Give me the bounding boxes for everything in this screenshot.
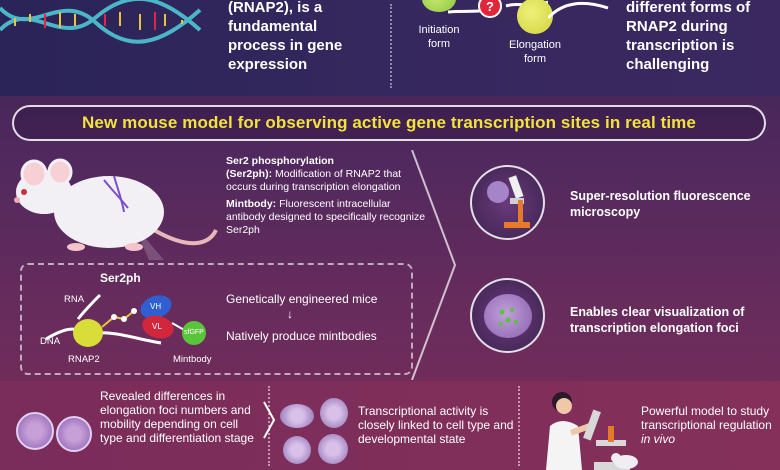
rnap2-label: RNAP2 [68,354,100,365]
mintbody-diagram-box [20,263,413,375]
elongation-foci-icon [499,308,518,326]
top-left-line: fundamental [228,18,318,35]
top-left-line: (RNAP2), is a [228,0,323,16]
in-vivo-text: in vivo [641,432,676,446]
dna-label: DNA [40,336,61,347]
engineered-mice-text: Genetically engineered mice [226,292,378,306]
ser2ph-label: Ser2ph [100,271,141,285]
mintbody-diagram [45,293,206,347]
transcriptional-activity-text: Transcriptional activity is closely link… [358,404,514,446]
nucleus-circle [470,278,545,353]
clear-visualization-label: Enables clear visualization of transcrip… [570,305,745,335]
page-title: New mouse model for observing active gen… [82,113,696,132]
cell-nucleus-icon [484,294,532,338]
ser2-description: Ser2 phosphorylation (Ser2ph): Modificat… [226,155,426,237]
mouse-icon [14,158,218,260]
bottom-band [0,381,780,470]
down-arrow: ↓ [287,307,293,321]
ser2-definition: (Ser2ph): Modification of RNAP2 that occ… [226,168,402,193]
powerful-model-text: Powerful model to study transcriptional … [641,404,772,446]
top-left-text: (RNAP2), is a fundamental process in gen… [228,0,388,74]
revealed-differences-text: Revealed differences in elongation foci … [100,389,254,445]
sfgfp-label: sfGFP [184,329,204,336]
dna-helix-icon [0,0,202,44]
scientist-icon [546,392,630,470]
top-right-line: transcription is [626,37,735,54]
top-right-line: challenging [626,56,710,73]
top-right-text: different forms of RNAP2 during transcri… [626,0,776,74]
top-divider [390,4,392,88]
top-left-line: process in gene [228,37,343,54]
bottom-divider [518,386,520,466]
cell-icon [318,434,348,464]
flow-arrow-outline [411,150,457,380]
microscope-icon [487,175,530,228]
cell-icon [56,416,92,452]
question-icon: ? [478,0,502,18]
title-banner: New mouse model for observing active gen… [12,105,766,141]
lab-mouse-icon [611,453,638,469]
ser2-heading: Ser2 phosphorylation [226,155,334,167]
rna-label: RNA [64,294,85,305]
elongation-form-icon [517,0,553,34]
cell-icon [283,436,311,464]
top-right-line: RNAP2 during [626,18,728,35]
initiation-form-label: Initiation form [418,24,460,50]
cell-icon [320,398,348,428]
elongation-form-label: Elongation form [509,39,561,65]
vh-label: VH [150,302,162,311]
top-left-line: expression [228,56,308,73]
dna-strand-icon [548,1,609,20]
super-resolution-label: Super-resolution fluorescence microscopy [570,189,751,219]
initiation-form-icon [422,0,456,12]
vl-label: VL [152,322,162,331]
cell-icon [16,412,54,450]
question-mark: ? [486,0,494,14]
bottom-divider [268,386,270,466]
top-right-line: different forms of [626,0,751,16]
natively-produce-text: Natively produce mintbodies [226,329,377,343]
mintbody-definition: Mintbody: Fluorescent intracellular anti… [226,198,426,236]
cell-icon [280,404,314,428]
top-band [0,0,780,96]
mouse-dna-icon [103,175,129,213]
mintbody-label: Mintbody [173,354,212,365]
chevron-right-icon [263,401,276,439]
